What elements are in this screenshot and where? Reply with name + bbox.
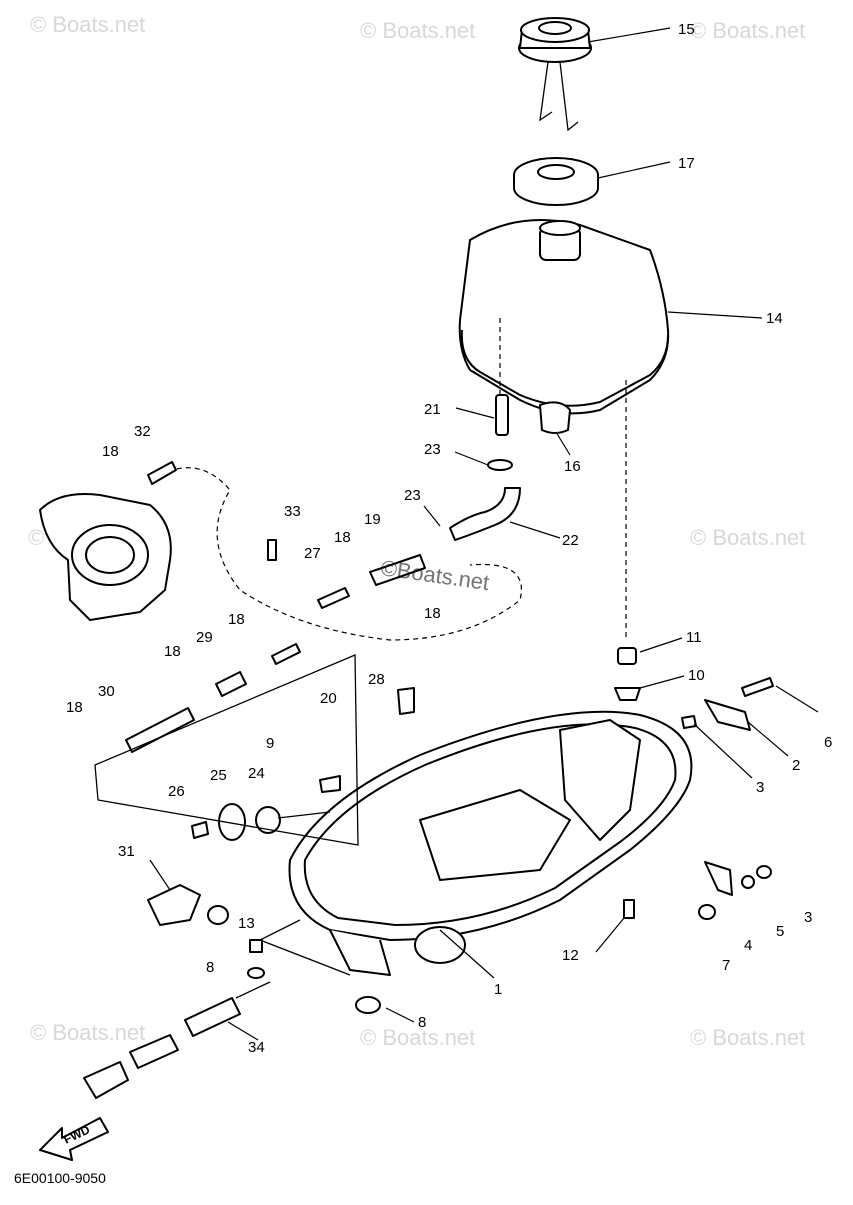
callout-29: 29 <box>196 629 213 646</box>
callout-15: 15 <box>678 21 695 38</box>
hardware-left <box>147 539 415 1014</box>
callout-19: 19 <box>364 511 381 528</box>
callout-32: 32 <box>134 423 151 440</box>
callout-9: 9 <box>266 735 274 752</box>
watermark: © Boats.net <box>690 1025 805 1050</box>
fwd-arrow-icon: FWD <box>39 1117 109 1161</box>
callout-labels: 15 17 14 21 16 23 22 23 19 18 32 18 33 2… <box>66 21 832 1056</box>
callout-3a: 3 <box>756 779 764 796</box>
watermark-overlay: ©Boats.net <box>379 555 491 595</box>
callout-22: 22 <box>562 532 579 549</box>
callout-1: 1 <box>494 981 502 998</box>
callout-10: 10 <box>688 667 705 684</box>
callout-34: 34 <box>248 1039 265 1056</box>
callout-31: 31 <box>118 843 135 860</box>
callout-4: 4 <box>744 937 752 954</box>
watermark: © Boats.net <box>30 1020 145 1045</box>
watermark: © Boats.net <box>360 1025 475 1050</box>
callout-18f: 18 <box>66 699 83 716</box>
callout-24: 24 <box>248 765 265 782</box>
fuel-line <box>125 461 522 753</box>
callout-33: 33 <box>284 503 301 520</box>
callout-6: 6 <box>824 734 832 751</box>
callout-18a: 18 <box>424 605 441 622</box>
callout-11: 11 <box>686 629 702 646</box>
callout-3b: 3 <box>804 909 812 926</box>
watermark: © Boats.net <box>360 18 475 43</box>
fuel-cap-assembly <box>518 17 592 132</box>
callout-25: 25 <box>210 767 227 784</box>
part-number-label: 6E00100-9050 <box>14 1170 106 1186</box>
callout-2: 2 <box>792 757 800 774</box>
tank-fittings <box>449 394 571 541</box>
callout-20: 20 <box>320 690 337 707</box>
callout-23b: 23 <box>404 487 421 504</box>
leader-lines <box>149 27 819 1041</box>
callout-12: 12 <box>562 947 579 964</box>
callout-17: 17 <box>678 155 695 172</box>
callout-13: 13 <box>238 915 255 932</box>
callout-8a: 8 <box>206 959 214 976</box>
group-bracket <box>94 654 359 846</box>
callout-14: 14 <box>766 310 783 327</box>
callout-8b: 8 <box>418 1014 426 1031</box>
callout-27: 27 <box>304 545 321 562</box>
callout-30: 30 <box>98 683 115 700</box>
callout-7: 7 <box>722 957 730 974</box>
callout-21: 21 <box>424 401 441 418</box>
carburetor-housing <box>39 493 172 621</box>
watermark: © Boats.net <box>30 12 145 37</box>
callout-26: 26 <box>168 783 185 800</box>
bottom-cowling <box>258 710 693 976</box>
callout-16: 16 <box>564 458 581 475</box>
watermark: © Boats.net <box>690 525 805 550</box>
callout-18e: 18 <box>164 643 181 660</box>
callout-18b: 18 <box>102 443 119 460</box>
hardware-right <box>614 647 774 920</box>
callout-18c: 18 <box>334 529 351 546</box>
callout-18d: 18 <box>228 611 245 628</box>
callout-28: 28 <box>368 671 385 688</box>
callout-23: 23 <box>424 441 441 458</box>
connector-hose <box>83 967 271 1099</box>
callout-5: 5 <box>776 923 784 940</box>
watermark: © Boats.net <box>690 18 805 43</box>
gasket-ring <box>513 157 599 206</box>
